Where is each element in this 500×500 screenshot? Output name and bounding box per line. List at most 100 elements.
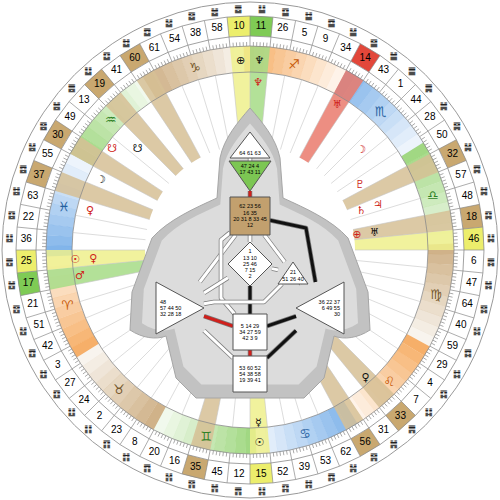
line-tick [266, 453, 267, 457]
line-tick [45, 188, 55, 191]
line-tick [42, 260, 46, 261]
center-gates: 25 46 [243, 261, 257, 267]
center-gates: 1 [248, 248, 251, 254]
gate-cell [250, 463, 273, 484]
line-tick [299, 48, 301, 52]
center-gates: 30 [334, 311, 340, 317]
gate-number: 51 [34, 320, 45, 330]
line-tick [236, 42, 237, 46]
line-tick [161, 62, 163, 66]
line-tick [387, 401, 390, 404]
center-gates: 34 27 59 [239, 329, 260, 335]
line-tick [43, 273, 47, 274]
line-tick [361, 75, 363, 78]
gate-divider [21, 292, 41, 296]
line-tick [44, 279, 48, 281]
center-fill [156, 282, 204, 334]
gate-divider [292, 460, 296, 480]
line-tick [129, 416, 131, 419]
line-tick [276, 44, 278, 48]
channel-fill [204, 316, 233, 326]
line-tick [42, 263, 46, 264]
gate-number: 50 [437, 130, 448, 140]
gate-divider [44, 140, 62, 149]
gate-number: 36 [21, 234, 32, 244]
planet-glyph: ☋ [107, 142, 117, 153]
line-tick [43, 226, 47, 227]
channel-line [264, 235, 284, 262]
hexagram-glyph: ䷮ [484, 281, 492, 290]
line-tick [177, 441, 178, 445]
gate-spoke [350, 198, 420, 219]
hexagram-glyph: ䷃ [440, 389, 448, 398]
line-tick [206, 47, 208, 51]
line-tick [410, 377, 413, 379]
line-tick [316, 53, 317, 57]
line-tick [363, 72, 369, 80]
gate-number: 45 [212, 467, 223, 477]
line-tick [425, 355, 428, 357]
line-tick [346, 61, 351, 70]
hexagram-glyph: ䷽ [349, 463, 357, 472]
line-tick [149, 68, 151, 72]
planet-glyph: ☋ [132, 142, 142, 153]
zodiac-band [47, 224, 74, 237]
gate-number: 40 [455, 320, 466, 330]
line-tick [451, 216, 455, 218]
line-tick [146, 427, 148, 430]
ring-line [46, 46, 454, 454]
line-tick [110, 401, 113, 404]
line-tick [369, 81, 371, 84]
gate-divider [26, 312, 45, 318]
line-tick [279, 452, 281, 456]
gate-divider [464, 250, 484, 251]
line-tick [453, 270, 463, 272]
line-tick [406, 382, 409, 385]
gate-cell [463, 227, 484, 250]
line-tick [428, 349, 432, 351]
line-tick [79, 132, 82, 134]
hexagram-glyph: ䷿ [480, 304, 488, 313]
line-tick [42, 246, 46, 247]
line-tick [85, 114, 93, 120]
gate-divider [455, 312, 474, 318]
gate-spoke [73, 233, 146, 240]
line-tick [403, 113, 406, 116]
gate-cell [26, 160, 52, 187]
gate-number: 30 [52, 130, 63, 140]
center-gates: 48 [160, 299, 166, 305]
zodiac-sign: ♐︎ [288, 58, 300, 71]
gate-number: 29 [437, 360, 448, 370]
gate-number: 25 [21, 256, 32, 266]
gate-number: 19 [94, 79, 105, 89]
center-shape: 53 60 5254 38 5819 39 41 [233, 356, 267, 392]
activation-wedge [353, 210, 453, 240]
center-gates: 64 61 63 [239, 150, 260, 156]
planet-glyph: ☉ [254, 436, 264, 447]
line-tick [114, 85, 120, 93]
gate-number: 8 [132, 437, 138, 447]
line-tick [286, 451, 288, 455]
line-tick [45, 286, 49, 288]
hexagram-glyph: ䷙ [281, 7, 289, 16]
line-tick [334, 436, 336, 440]
line-tick [167, 59, 169, 63]
line-tick [202, 47, 204, 51]
line-tick [65, 343, 69, 345]
line-tick [319, 442, 320, 446]
line-tick [229, 453, 231, 463]
center-gates: 13 10 [243, 255, 257, 261]
center-fill [278, 262, 308, 284]
line-tick [319, 54, 320, 58]
hexagram-glyph: ䷬ [211, 484, 219, 493]
channel-line [267, 316, 296, 326]
gate-divider [204, 21, 208, 41]
line-tick [431, 155, 435, 157]
gate-number: 21 [27, 299, 38, 309]
line-tick [434, 337, 438, 339]
line-tick [453, 233, 457, 234]
gate-divider [439, 351, 457, 360]
line-tick [43, 233, 47, 234]
